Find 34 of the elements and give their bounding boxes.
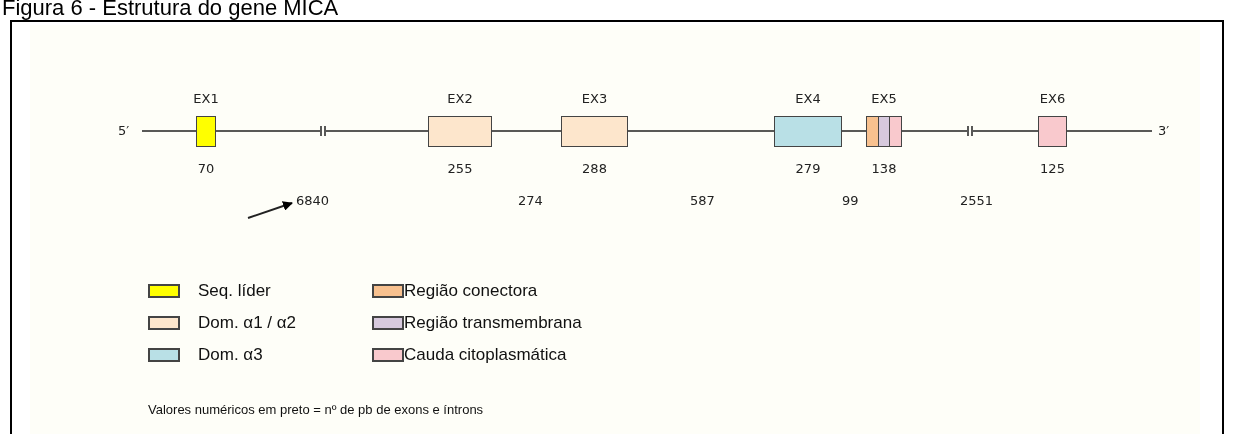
intron-line (215, 130, 429, 132)
intron-length: 587 (690, 193, 715, 209)
intron-line (841, 130, 867, 132)
legend-text: Cauda citoplasmática (404, 345, 567, 365)
legend-text: Região conectora (404, 281, 538, 301)
intron-length: 99 (842, 193, 859, 209)
intron-line (141, 130, 197, 132)
intron-length: 274 (518, 193, 543, 209)
intron-length: 2551 (960, 193, 994, 209)
arrow (247, 201, 293, 219)
intron-line (627, 130, 775, 132)
intron-line (1066, 130, 1153, 132)
legend-text: Dom. α1 / α2 (198, 313, 297, 333)
intron-line (491, 130, 562, 132)
intron-line (901, 130, 1039, 132)
exon-label: EX2 (447, 91, 473, 107)
legend-text: Região transmembrana (404, 313, 582, 333)
exon-label: EX3 (581, 91, 608, 107)
intron-length: 6840 (296, 193, 330, 209)
exon-label: EX1 (193, 91, 219, 107)
exon-length: 70 (197, 161, 215, 177)
exon-label: EX4 (795, 91, 821, 107)
exon-label: EX5 (871, 91, 897, 107)
exon-length: 255 (447, 161, 473, 177)
strand-end-label: 3′ (1158, 123, 1170, 139)
legend-note: Valores numéricos em preto = nº de pb de exons e íntrons (148, 402, 484, 418)
legend-text: Seq. líder (198, 281, 271, 301)
exon-length: 138 (871, 161, 897, 177)
strand-end-label: 5′ (118, 123, 130, 139)
exon-length: 279 (795, 161, 821, 177)
exon-length: 288 (582, 161, 607, 177)
exon-length: 125 (1040, 161, 1065, 177)
legend-text: Dom. α3 (198, 345, 263, 365)
exon-label: EX6 (1039, 91, 1066, 107)
